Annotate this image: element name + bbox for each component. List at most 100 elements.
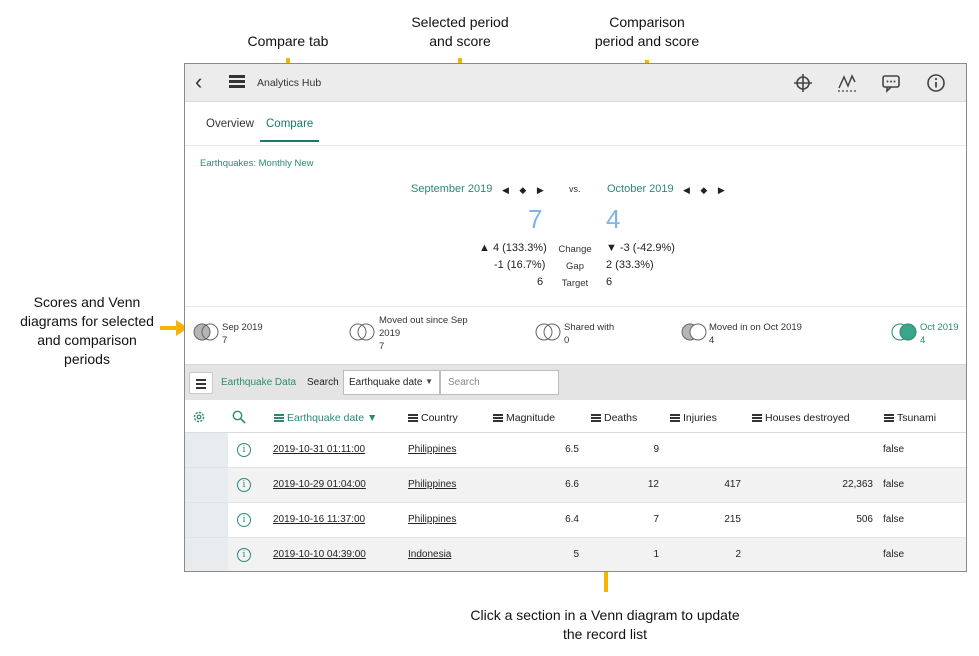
table-header: Earthquake date ▼ Country Magnitude Deat… [185, 400, 966, 433]
cell-deaths: 7 [653, 514, 659, 525]
tab-bar: Overview Compare [185, 102, 966, 146]
venn-label-shared[interactable]: Shared with 0 [564, 321, 614, 347]
column-label: Magnitude [506, 412, 556, 424]
column-tsunami[interactable]: Tsunami [884, 412, 936, 424]
callout-text: Compare tab [247, 33, 329, 49]
comparison-target: 6 [606, 276, 613, 288]
comparison-change: ▼ -3 (-42.9%) [606, 242, 675, 254]
venn-label-moved-out[interactable]: Moved out since Sep 2019 7 [379, 314, 468, 353]
chevron-left-icon[interactable]: ‹ [195, 69, 203, 94]
info-icon[interactable]: i [237, 443, 251, 457]
cell-deaths: 9 [653, 444, 659, 455]
target-label: Target [561, 278, 589, 289]
comment-icon[interactable] [880, 72, 902, 94]
column-magnitude[interactable]: Magnitude [493, 412, 555, 424]
venn-shared-icon[interactable] [533, 320, 563, 344]
row-gutter [185, 503, 228, 537]
info-icon[interactable] [925, 72, 947, 94]
table-row[interactable]: i 2019-10-31 01:11:00 Philippines 6.5 9 … [185, 433, 966, 468]
cell-deaths: 12 [647, 479, 659, 490]
hamburger-icon[interactable] [229, 75, 245, 88]
venn-label-moved-in[interactable]: Moved in on Oct 2019 4 [709, 321, 802, 347]
comparison-score: 4 [606, 204, 621, 234]
gear-icon[interactable] [192, 410, 206, 424]
selected-period-nav[interactable]: ◀ ◆ ▶ [502, 185, 548, 195]
table-row[interactable]: i 2019-10-29 01:04:00 Philippines 6.6 12… [185, 468, 966, 503]
cell-country[interactable]: Philippines [408, 444, 457, 455]
row-gutter [185, 433, 228, 467]
callout-arrow [160, 320, 188, 336]
cell-magnitude: 6.4 [565, 514, 579, 525]
row-gutter [185, 468, 228, 502]
venn-label-text: Moved in on Oct 2019 [709, 322, 802, 333]
column-label: Deaths [604, 412, 638, 424]
column-injuries[interactable]: Injuries [670, 412, 717, 424]
selected-change: ▲ 4 (133.3%) [479, 242, 547, 254]
callout-text: periods [64, 351, 110, 367]
venn-selected-icon[interactable] [191, 320, 221, 344]
venn-comparison-icon[interactable] [889, 320, 919, 344]
column-houses-destroyed[interactable]: Houses destroyed [752, 412, 850, 424]
table-row[interactable]: i 2019-10-10 04:39:00 Indonesia 5 1 2 fa… [185, 538, 966, 571]
cell-tsunami: false [883, 479, 905, 490]
info-icon[interactable]: i [237, 478, 251, 492]
callout-click: Click a section in a Venn diagram to upd… [440, 606, 770, 644]
list-menu-button[interactable] [189, 372, 213, 394]
selected-gap: -1 (16.7%) [494, 259, 546, 271]
row-gutter [185, 538, 228, 571]
venn-row [185, 306, 966, 364]
search-field-value: Earthquake date [349, 377, 423, 388]
column-deaths[interactable]: Deaths [591, 412, 637, 424]
column-earthquake-date[interactable]: Earthquake date ▼ [274, 412, 377, 424]
callout-text: period and score [594, 33, 700, 49]
cell-tsunami: false [883, 514, 905, 525]
callout-comparison: Comparison period and score [585, 13, 709, 51]
column-label: Houses destroyed [765, 412, 850, 424]
cell-date[interactable]: 2019-10-29 01:04:00 [273, 479, 366, 490]
search-field-select[interactable]: Earthquake date ▼ [343, 370, 440, 395]
info-icon[interactable]: i [237, 513, 251, 527]
cell-injuries: 215 [724, 514, 741, 525]
comparison-period-nav[interactable]: ◀ ◆ ▶ [683, 185, 729, 195]
cell-country[interactable]: Philippines [408, 479, 457, 490]
chart-analysis-icon[interactable] [836, 72, 858, 94]
list-title[interactable]: Earthquake Data [221, 377, 297, 388]
venn-count: 4 [709, 335, 715, 346]
comparison-period[interactable]: October 2019 [607, 183, 674, 195]
venn-moved-out-icon[interactable] [347, 320, 377, 344]
info-icon[interactable]: i [237, 548, 251, 562]
cell-country[interactable]: Philippines [408, 514, 457, 525]
record-list-toolbar: Earthquake Data Search Earthquake date ▼… [185, 364, 966, 400]
table-row[interactable]: i 2019-10-16 11:37:00 Philippines 6.4 7 … [185, 503, 966, 538]
callout-text: Comparison [609, 14, 685, 30]
cell-date[interactable]: 2019-10-31 01:11:00 [273, 444, 366, 455]
venn-moved-in-icon[interactable] [679, 320, 709, 344]
cell-injuries: 2 [735, 549, 741, 560]
tab-compare[interactable]: Compare [260, 118, 320, 142]
cell-date[interactable]: 2019-10-16 11:37:00 [273, 514, 366, 525]
callout-text: Scores and Venn [33, 294, 141, 310]
cell-date[interactable]: 2019-10-10 04:39:00 [273, 549, 366, 560]
venn-label-text: Moved out since Sep [379, 315, 468, 326]
venn-label-text: Shared with [564, 322, 615, 333]
selected-period[interactable]: September 2019 [411, 183, 493, 195]
search-input[interactable]: Search [440, 370, 559, 395]
selected-target: 6 [537, 276, 544, 288]
comparison-gap: 2 (33.3%) [606, 259, 654, 271]
cell-country[interactable]: Indonesia [408, 549, 452, 560]
column-label: Country [421, 412, 458, 424]
indicator-title[interactable]: Earthquakes: Monthly New [200, 158, 314, 169]
callout-text: Click a section in a Venn diagram to upd… [470, 607, 740, 623]
search-label: Search [307, 377, 339, 388]
column-country[interactable]: Country [408, 412, 458, 424]
venn-count: 7 [379, 341, 385, 352]
tab-overview[interactable]: Overview [206, 118, 254, 130]
callout-text: and score [429, 33, 491, 49]
target-icon[interactable] [792, 72, 814, 94]
cell-tsunami: false [883, 549, 905, 560]
search-icon[interactable] [232, 410, 246, 424]
callout-text: diagrams for selected [20, 313, 154, 329]
venn-label-selected[interactable]: Sep 2019 7 [222, 321, 263, 347]
callout-selected: Selected period and score [396, 13, 524, 51]
venn-label-comparison[interactable]: Oct 2019 4 [920, 321, 959, 347]
